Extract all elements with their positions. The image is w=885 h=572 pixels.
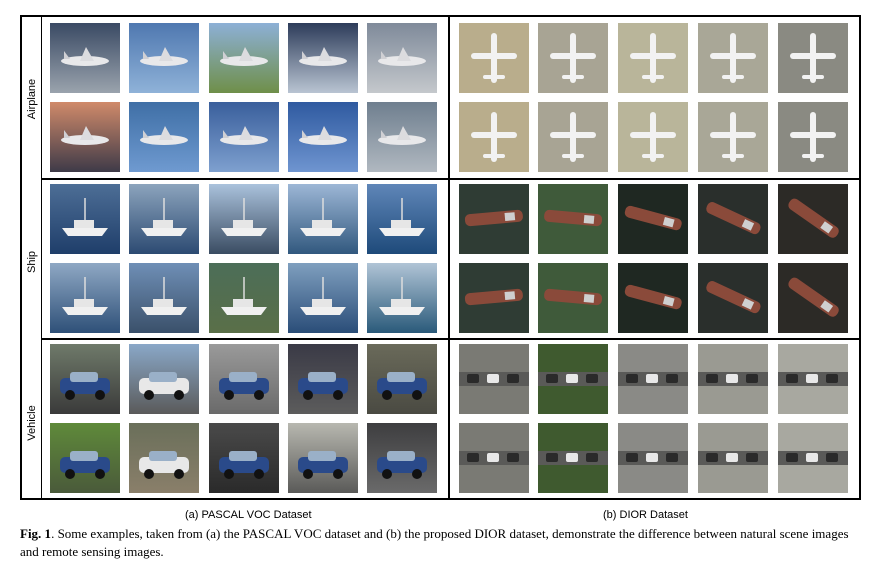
panel-a-caption: (a) PASCAL VOC Dataset bbox=[185, 509, 312, 521]
dior-airplane-thumbnail bbox=[618, 102, 688, 172]
dior-vehicle-thumbnail bbox=[618, 423, 688, 493]
dior-ship-thumbnail bbox=[618, 184, 688, 254]
dior-airplane-thumbnail bbox=[698, 102, 768, 172]
dior-ship-thumbnail bbox=[459, 184, 529, 254]
figure-caption: Fig. 1. Some examples, taken from (a) th… bbox=[20, 525, 862, 561]
voc-vehicle-thumbnail bbox=[367, 344, 437, 414]
dior-vehicle-thumbnail bbox=[698, 344, 768, 414]
voc-ship-thumbnail bbox=[50, 263, 120, 333]
dior-airplane-thumbnail bbox=[618, 23, 688, 93]
voc-airplane-thumbnail bbox=[367, 102, 437, 172]
dior-ship-thumbnail bbox=[778, 184, 848, 254]
voc-vehicle-thumbnail bbox=[50, 423, 120, 493]
dior-ship-thumbnail bbox=[698, 263, 768, 333]
voc-vehicle-thumbnail bbox=[288, 423, 358, 493]
voc-airplane-thumbnail bbox=[129, 102, 199, 172]
dior-ship-thumbnail bbox=[459, 263, 529, 333]
dior-airplane-thumbnail bbox=[778, 23, 848, 93]
row-label-vehicle: Vehicle bbox=[26, 405, 38, 441]
row-divider-1 bbox=[42, 178, 859, 180]
dior-vehicle-thumbnail bbox=[538, 344, 608, 414]
voc-ship-thumbnail bbox=[288, 184, 358, 254]
voc-ship-thumbnail bbox=[209, 263, 279, 333]
voc-airplane-thumbnail bbox=[50, 102, 120, 172]
voc-airplane-thumbnail bbox=[209, 23, 279, 93]
dior-airplane-thumbnail bbox=[538, 102, 608, 172]
voc-vehicle-thumbnail bbox=[50, 344, 120, 414]
voc-vehicle-thumbnail bbox=[367, 423, 437, 493]
dior-ship-thumbnail bbox=[698, 184, 768, 254]
voc-vehicle-thumbnail bbox=[129, 423, 199, 493]
voc-vehicle-thumbnail bbox=[288, 344, 358, 414]
panel-divider bbox=[448, 17, 450, 498]
dior-vehicle-thumbnail bbox=[698, 423, 768, 493]
voc-ship-thumbnail bbox=[129, 184, 199, 254]
voc-ship-thumbnail bbox=[288, 263, 358, 333]
voc-airplane-thumbnail bbox=[288, 23, 358, 93]
dior-vehicle-thumbnail bbox=[778, 344, 848, 414]
voc-vehicle-thumbnail bbox=[209, 344, 279, 414]
dior-airplane-thumbnail bbox=[538, 23, 608, 93]
dior-ship-thumbnail bbox=[538, 263, 608, 333]
voc-ship-thumbnail bbox=[50, 184, 120, 254]
caption-label: Fig. 1 bbox=[20, 526, 52, 541]
dior-airplane-thumbnail bbox=[459, 23, 529, 93]
voc-ship-thumbnail bbox=[209, 184, 279, 254]
dior-vehicle-thumbnail bbox=[778, 423, 848, 493]
dior-vehicle-thumbnail bbox=[459, 423, 529, 493]
voc-vehicle-thumbnail bbox=[129, 344, 199, 414]
dior-vehicle-thumbnail bbox=[618, 344, 688, 414]
dior-vehicle-thumbnail bbox=[538, 423, 608, 493]
voc-airplane-thumbnail bbox=[367, 23, 437, 93]
row-divider-2 bbox=[42, 338, 859, 340]
panel-b-caption: (b) DIOR Dataset bbox=[603, 509, 688, 521]
figure-frame: Airplane Ship Vehicle bbox=[20, 15, 861, 500]
dior-ship-thumbnail bbox=[778, 263, 848, 333]
voc-ship-thumbnail bbox=[367, 263, 437, 333]
voc-airplane-thumbnail bbox=[209, 102, 279, 172]
row-label-column: Airplane Ship Vehicle bbox=[22, 17, 42, 498]
voc-vehicle-thumbnail bbox=[209, 423, 279, 493]
dior-ship-thumbnail bbox=[618, 263, 688, 333]
voc-ship-thumbnail bbox=[129, 263, 199, 333]
dior-airplane-thumbnail bbox=[459, 102, 529, 172]
dior-ship-thumbnail bbox=[538, 184, 608, 254]
dior-airplane-thumbnail bbox=[778, 102, 848, 172]
caption-text: . Some examples, taken from (a) the PASC… bbox=[20, 526, 849, 559]
row-label-ship: Ship bbox=[26, 250, 38, 274]
dior-vehicle-thumbnail bbox=[459, 344, 529, 414]
voc-airplane-thumbnail bbox=[288, 102, 358, 172]
dior-airplane-thumbnail bbox=[698, 23, 768, 93]
row-label-airplane: Airplane bbox=[26, 78, 38, 120]
voc-airplane-thumbnail bbox=[129, 23, 199, 93]
voc-airplane-thumbnail bbox=[50, 23, 120, 93]
voc-ship-thumbnail bbox=[367, 184, 437, 254]
